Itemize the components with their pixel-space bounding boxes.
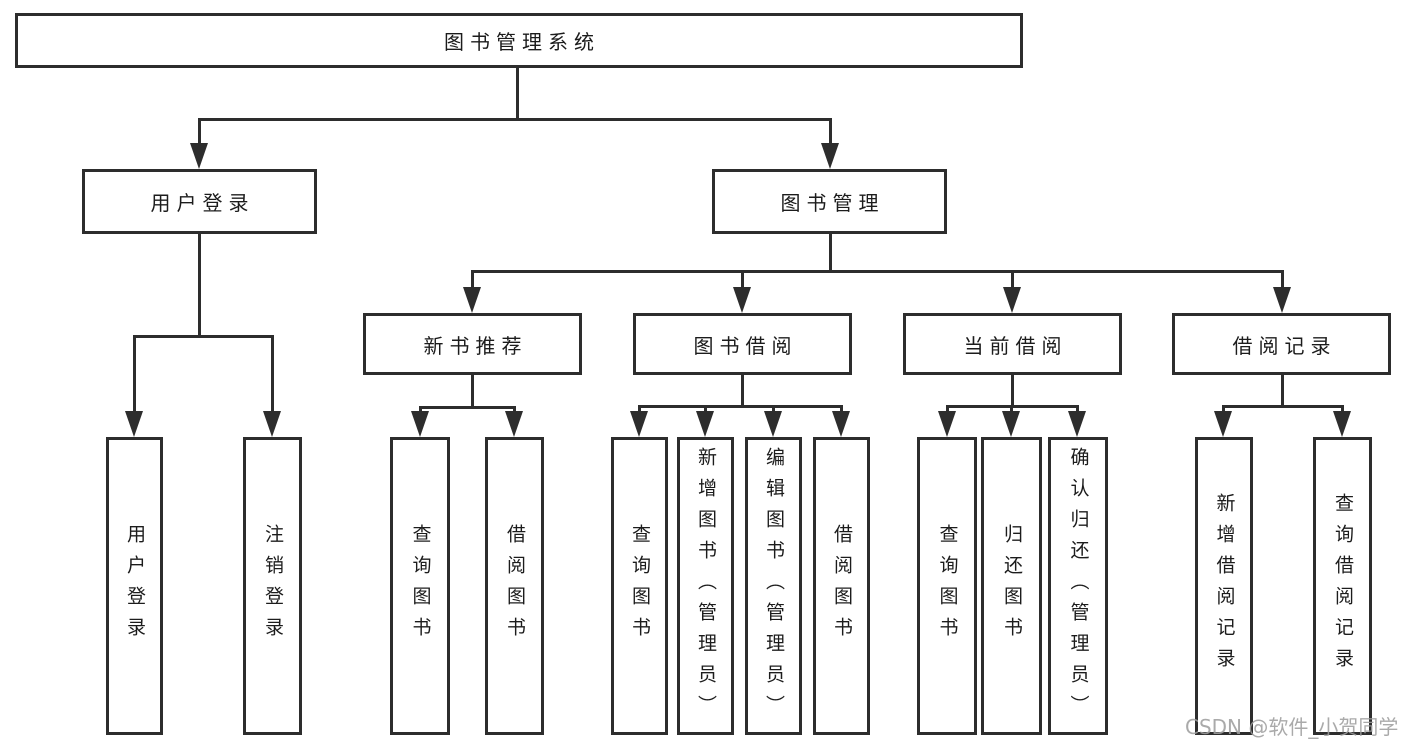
leaf-bb-query-books-label: 查询图书 [629,524,651,648]
node-root: 图书管理系统 [15,13,1023,68]
node-new-book-recommend: 新书推荐 [363,313,582,375]
line-to-leaf-bb-edit [772,405,775,415]
rail-book-borrowing-children [638,405,843,408]
arrow-to-leaf-nbr-borrow [505,411,523,437]
leaf-nbr-query-books: 查询图书 [390,437,450,735]
arrow-to-borrowing-records [1273,287,1291,313]
line-book-management-stem [829,233,832,272]
line-to-leaf-bb-add [704,405,707,415]
leaf-nbr-query-books-label: 查询图书 [409,524,432,648]
line-to-leaf-br-add [1222,405,1225,415]
line-to-leaf-nbr-query [419,406,422,415]
node-book-management: 图书管理 [712,169,947,234]
leaf-bb-edit-books-label: 编辑图书（管理员） [763,446,785,726]
leaf-bb-borrow-books: 借阅图书 [813,437,870,735]
arrow-to-book-borrowing [733,287,751,313]
leaf-cb-return-books: 归还图书 [981,437,1042,735]
node-current-borrowing: 当前借阅 [903,313,1122,375]
arrow-to-leaf-user-login [125,411,143,437]
leaf-bb-add-books-label: 新增图书（管理员） [695,446,717,726]
rail-book-management-children [471,270,1283,273]
arrow-to-leaf-bb-borrow [832,411,850,437]
node-borrowing-records: 借阅记录 [1172,313,1391,375]
arrow-to-leaf-br-query [1333,411,1351,437]
leaf-logout-label: 注销登录 [262,524,284,648]
arrow-to-leaf-nbr-query [411,411,429,437]
leaf-cb-query-books: 查询图书 [917,437,977,735]
leaf-cb-confirm-return-label: 确认归还（管理员） [1067,446,1090,726]
node-user-login-label: 用户登录 [150,191,255,215]
leaf-cb-query-books-label: 查询图书 [936,524,959,648]
node-current-borrowing-label: 当前借阅 [963,333,1068,358]
node-new-book-recommend-label: 新书推荐 [423,333,528,358]
leaf-nbr-borrow-books: 借阅图书 [485,437,544,735]
rail-borrowing-records-children [1223,405,1343,408]
line-to-book-management [829,118,832,145]
leaf-cb-return-books-label: 归还图书 [1001,524,1023,648]
leaf-br-add-record-label: 新增借阅记录 [1213,493,1236,679]
leaf-user-login: 用户登录 [106,437,163,735]
leaf-bb-add-books: 新增图书（管理员） [677,437,734,735]
line-user-login-stem [198,234,201,337]
line-to-leaf-user-login [133,335,136,413]
leaf-user-login-label: 用户登录 [124,524,146,648]
node-borrowing-records-label: 借阅记录 [1232,333,1337,358]
node-book-borrowing: 图书借阅 [633,313,852,375]
line-to-current-borrowing [1011,270,1014,289]
line-to-leaf-bb-borrow [840,405,843,415]
line-book-borrowing-stem [741,375,744,408]
arrow-to-leaf-cb-confirm [1068,411,1086,437]
line-new-book-recommend-stem [471,375,474,409]
arrow-to-leaf-bb-add [696,411,714,437]
leaf-br-query-record: 查询借阅记录 [1313,437,1372,735]
line-to-leaf-br-query [1341,405,1344,415]
line-to-leaf-cb-confirm [1076,405,1079,415]
arrow-to-leaf-bb-query [630,411,648,437]
csdn-watermark: CSDN @软件_小贺同学 [1185,715,1399,739]
line-to-leaf-logout [271,335,274,413]
line-to-user-login [198,118,201,145]
line-to-leaf-bb-query [638,405,641,415]
rail-new-book-recommend-children [419,406,515,409]
node-book-borrowing-label: 图书借阅 [693,333,798,358]
arrow-to-book-management [821,143,839,169]
line-current-borrowing-stem [1011,375,1014,408]
arrow-to-leaf-br-add [1214,411,1232,437]
leaf-bb-query-books: 查询图书 [611,437,668,735]
rail-user-login-children [133,335,274,338]
arrow-to-leaf-logout [263,411,281,437]
leaf-br-query-record-label: 查询借阅记录 [1332,493,1354,679]
leaf-br-add-record: 新增借阅记录 [1195,437,1253,735]
arrow-to-current-borrowing [1003,287,1021,313]
leaf-bb-edit-books: 编辑图书（管理员） [745,437,802,735]
leaf-bb-borrow-books-label: 借阅图书 [831,524,853,648]
line-borrowing-records-stem [1281,375,1284,408]
node-root-label: 图书管理系统 [444,30,600,54]
rail-root-children [198,118,831,121]
leaf-logout: 注销登录 [243,437,302,735]
leaf-nbr-borrow-books-label: 借阅图书 [504,524,526,648]
arrow-to-user-login [190,143,208,169]
line-to-leaf-cb-query [946,405,949,415]
line-to-leaf-nbr-borrow [513,406,516,415]
arrow-to-new-book-recommend [463,287,481,313]
leaf-cb-confirm-return: 确认归还（管理员） [1048,437,1108,735]
node-user-login: 用户登录 [82,169,317,234]
arrow-to-leaf-cb-query [938,411,956,437]
arrow-to-leaf-cb-return [1002,411,1020,437]
line-to-borrowing-records [1281,270,1284,289]
arrow-to-leaf-bb-edit [764,411,782,437]
node-book-management-label: 图书管理 [780,191,885,215]
line-to-new-book-recommend [471,270,474,289]
line-root-stem [516,68,519,121]
line-to-leaf-cb-return [1010,405,1013,415]
line-to-book-borrowing [741,270,744,289]
